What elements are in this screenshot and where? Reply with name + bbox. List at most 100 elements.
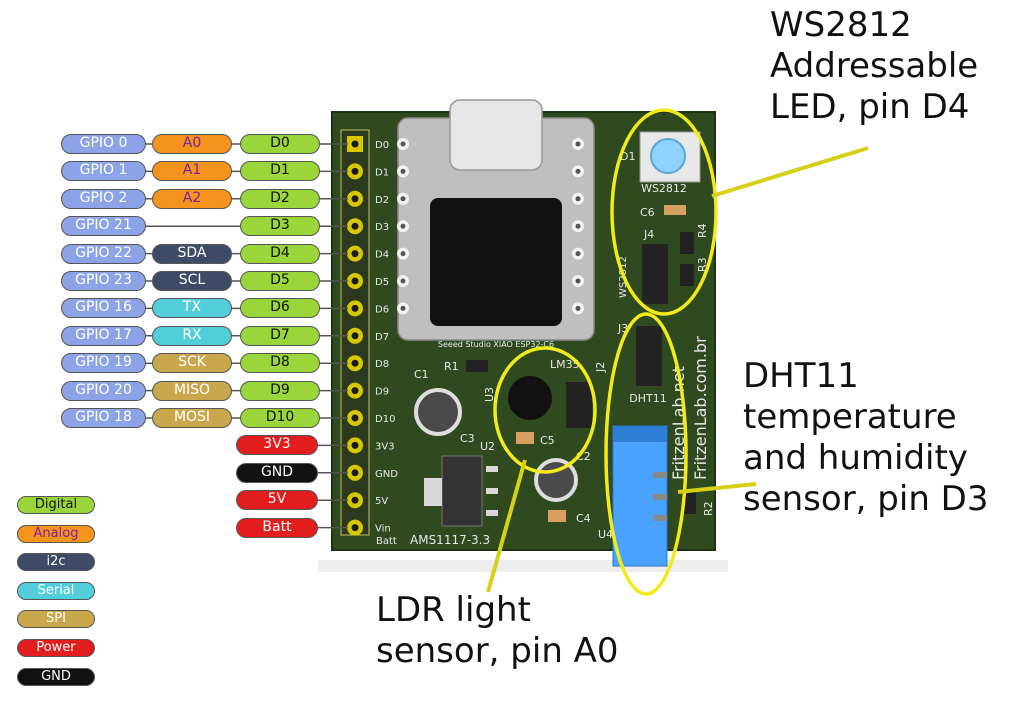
digital-pin-label: D3 [240,216,320,237]
jumper-j4 [642,244,668,304]
digital-pin-label: D1 [240,161,320,182]
ldr-leader [486,459,527,593]
ws-label: WS2812 [641,182,687,195]
pin-function-label: MISO [152,380,232,401]
res-r1 [466,360,488,372]
dht-leader [677,482,757,494]
module-pad-hole [400,141,406,147]
gpio-pin-label: GPIO 2 [61,188,146,209]
dht-highlight [604,312,688,596]
silk-batt: Batt [376,536,397,547]
gpio-pin-label: GPIO 21 [61,216,146,237]
digital-pin-label: D2 [240,188,320,209]
digital-pin-label: D5 [240,271,320,291]
gpio-pin-label: GPIO 19 [61,353,146,374]
digital-pin-label: D10 [240,408,320,428]
pin-function-label: A1 [152,161,232,182]
dht-pin-1 [653,472,667,478]
pin-function-label: MOSI [152,408,232,428]
module-pad-hole [575,305,581,311]
header-pin-hole [351,414,359,422]
legend-item-gnd: GND [17,667,95,686]
module-pad-hole [575,141,581,147]
gpio-pin-label: GPIO 22 [61,243,146,264]
silk-pin-label: Vin [375,524,391,535]
module-pad-hole [400,168,406,174]
ws2812-lens [650,138,686,174]
cap-c4 [548,510,566,522]
gpio-pin-label: GPIO 23 [61,271,146,291]
gpio-pin-label: GPIO 0 [61,134,146,154]
ref-c5: C5 [540,434,555,447]
dht-pin-3 [653,515,667,521]
pin-function-label: SDA [152,243,232,264]
ref-d1: D1 [620,150,635,163]
module-pad-hole [400,196,406,202]
silk-pin-label: D4 [375,250,389,261]
legend-item-analog: Analog [17,524,95,543]
ldr-callout: LDR light sensor, pin A0 [376,590,619,671]
cap-c1 [414,388,462,436]
pin-function-label: SCL [152,271,232,291]
ams1117-regulator [441,455,483,527]
legend-item-spi: SPI [17,610,95,629]
cap-c5 [516,432,534,444]
dht-pin-2 [653,494,667,500]
gpio-pin-label: GPIO 17 [61,325,146,346]
legend-item-serial: Serial [17,581,95,600]
module-pad-hole [575,196,581,202]
legend-item-digital: Digital [17,496,95,514]
silk-pin-label: D5 [375,277,389,288]
led-highlight [610,108,718,316]
ldr-highlight [493,346,597,474]
gpio-pin-label: GPIO 18 [61,408,146,428]
ams-label: AMS1117-3.3 [410,533,490,547]
gpio-pin-label: GPIO 16 [61,298,146,319]
silk-pin-label: 5V [375,496,388,507]
ref-c3: C3 [460,432,475,445]
lm35-header [566,382,592,428]
res-r3 [680,264,694,286]
cap-c6 [664,205,686,215]
silk-pin-label: D3 [375,222,389,233]
ref-r1: R1 [444,360,459,373]
ref-j3: J3 [617,322,628,335]
pin-function-label: SCK [152,353,232,374]
ref-j4: J4 [643,228,654,241]
silk-pin-label: D1 [375,167,389,178]
module-label: Seeed Studio XIAO ESP32-C6 [438,340,554,349]
digital-pin-label: D8 [240,353,320,374]
ref-r2: R2 [702,501,715,516]
silk-pin-label: D9 [375,387,389,398]
module-pad-hole [575,278,581,284]
digital-pin-label: D7 [240,325,320,346]
jumper-j3 [636,326,662,386]
module-pad-hole [400,305,406,311]
led-callout: WS2812 Addressable LED, pin D4 [770,5,979,127]
module-shield [430,198,562,326]
ref-c6: C6 [640,206,655,219]
ref-u3: U3 [483,387,496,402]
digital-pin-label: D6 [240,298,320,319]
ams-pin-1 [486,466,498,472]
silk-pin-label: D7 [375,332,389,343]
fritzen-br: FritzenLab.com.br [691,336,710,480]
header-pin-hole [351,304,359,312]
header-pin-hole [351,359,359,367]
module-pad-hole [400,278,406,284]
header-pins [347,136,363,536]
ams-pin-2 [486,488,498,494]
ref-r4: R4 [696,223,709,238]
digital-pin-label: D9 [240,380,320,401]
digital-pin-label: D0 [240,134,320,154]
header-pin-hole [351,250,359,258]
header-pin-hole [351,469,359,477]
silk-pin-label: D0 [375,140,389,151]
silk-pin-label: D10 [375,414,395,425]
gpio-pin-label: GPIO 1 [61,161,146,182]
header-pin-hole [351,195,359,203]
pin-function-label: A0 [152,134,232,154]
header-pin-hole [351,140,359,148]
